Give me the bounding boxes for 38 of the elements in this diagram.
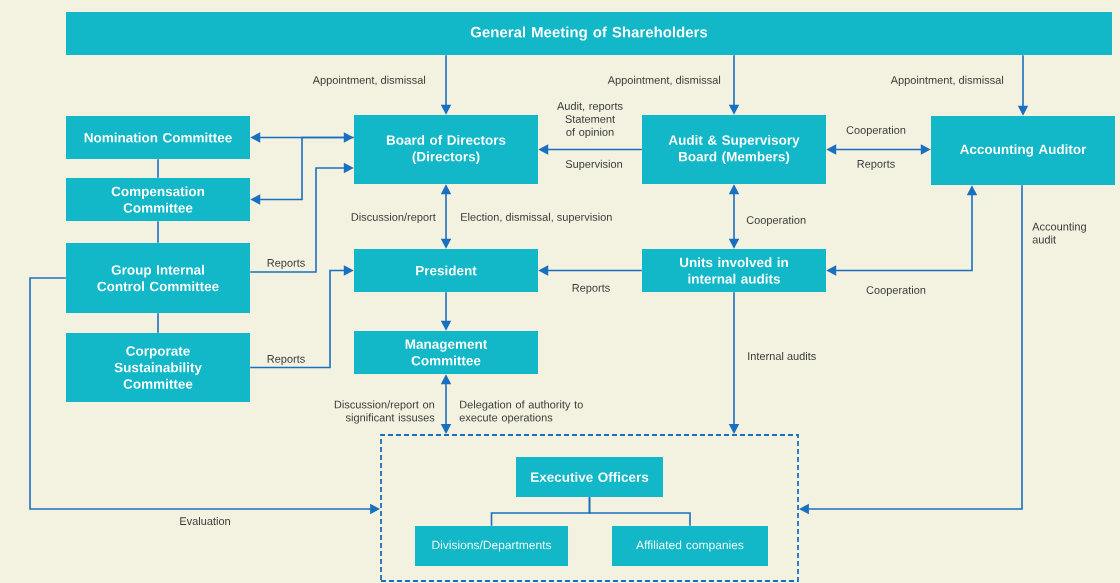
org-box: Units involved in internal audits [642,249,826,292]
annotation-text: Supervision [565,159,622,171]
org-box: President [354,249,538,292]
org-box: Affiliated companies [612,526,768,566]
edge-label: Discussion/report on significant issuses [334,400,435,424]
edge-label: Reports [267,355,305,365]
org-box: Compensation Committee [66,178,250,221]
edge-label: Appointment, dismissal [607,75,721,87]
annotation-text: Election, dismissal, supervision [461,212,612,224]
org-box: Divisions/Departments [415,526,568,566]
org-box: Board of Directors (Directors) [354,115,538,184]
edge-label: Discussion/report [351,212,436,224]
annotation-text: Delegation of authority to execute operations [459,400,583,424]
connector-line [157,220,159,244]
org-box: Executive Officers [516,457,663,497]
org-box: Corporate Sustainability Committee [66,333,250,402]
edge-label: Internal audits [748,351,816,361]
annotation-text: Reports [857,160,895,170]
edge-label: Reports [572,284,610,294]
connector-line [588,496,691,527]
org-box: Audit & Supervisory Board (Members) [642,115,826,184]
org-box: Accounting Auditor [931,116,1115,185]
org-box: Group Internal Control Committee [66,243,250,313]
dashed-group-frame [380,434,799,582]
connector-line [157,312,159,334]
edge-label: Cooperation [846,125,906,137]
edge-label: Evaluation [180,516,230,526]
edge-label: Cooperation [746,215,806,227]
edge-label: Appointment, dismissal [312,75,426,87]
org-box: Management Committee [354,331,538,374]
edge-label: Reports [267,259,305,269]
connector-line [157,158,159,179]
org-box: Nomination Committee [66,116,250,159]
edge-label: Cooperation [866,285,926,297]
edge-label: Accounting audit [1032,222,1086,244]
edge-label: Audit, reports Statement of opinion [557,101,623,139]
edge-label: Appointment, dismissal [890,75,1004,87]
org-box: General Meeting of Shareholders [66,12,1112,55]
